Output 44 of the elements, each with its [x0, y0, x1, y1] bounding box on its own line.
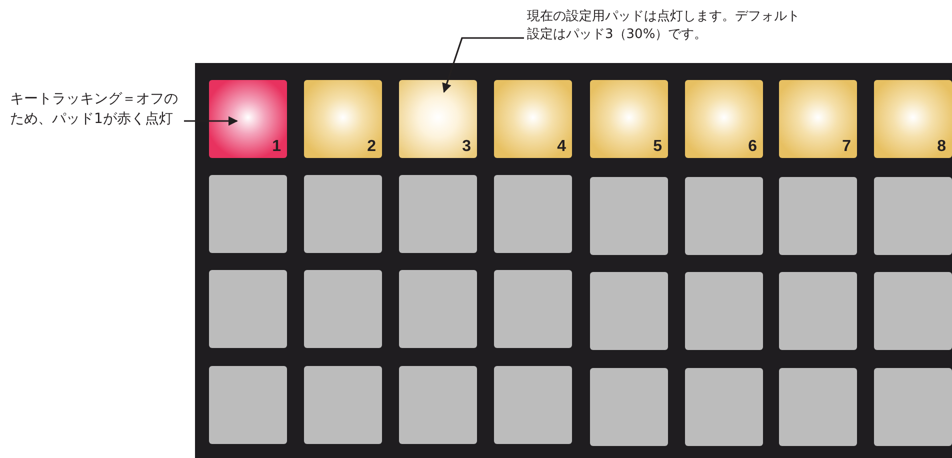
- leader-arrow: [184, 116, 238, 126]
- unlit-pad: [874, 272, 952, 350]
- unlit-pad: [779, 177, 857, 255]
- callout-text: 現在の設定用パッドは点灯します。デフォルト設定はパッド3（30%）です。: [527, 8, 805, 44]
- pad-number: 6: [748, 138, 757, 156]
- unlit-pad: [874, 368, 952, 446]
- unlit-pad: [399, 366, 477, 444]
- unlit-pad: [779, 368, 857, 446]
- unlit-pad: [209, 366, 287, 444]
- unlit-pad: [209, 270, 287, 348]
- lit-pad: [779, 80, 857, 158]
- unlit-pad: [685, 272, 763, 350]
- unlit-pad: [494, 270, 572, 348]
- unlit-pad: [304, 270, 382, 348]
- unlit-pad: [399, 175, 477, 253]
- lit-pad: [685, 80, 763, 158]
- lit-pad: [874, 80, 952, 158]
- lit-pad: [209, 80, 287, 158]
- pad-number: 2: [367, 138, 376, 156]
- unlit-pad: [590, 272, 668, 350]
- unlit-pad: [304, 366, 382, 444]
- pad-number: 1: [272, 138, 281, 156]
- pad-number: 3: [462, 138, 471, 156]
- unlit-pad: [209, 175, 287, 253]
- unlit-pad: [304, 175, 382, 253]
- unlit-pad: [494, 366, 572, 444]
- leader-arrow: [442, 37, 524, 93]
- pad-number: 7: [842, 138, 851, 156]
- lit-pad: [494, 80, 572, 158]
- pad-number: 4: [557, 138, 566, 156]
- lit-pad: [304, 80, 382, 158]
- unlit-pad: [494, 175, 572, 253]
- unlit-pad: [590, 368, 668, 446]
- unlit-pad: [399, 270, 477, 348]
- unlit-pad: [685, 177, 763, 255]
- unlit-pad: [685, 368, 763, 446]
- callout-text: キートラッキング＝オフのため、パッド1が赤く点灯: [10, 90, 182, 130]
- unlit-pad: [779, 272, 857, 350]
- unlit-pad: [874, 177, 952, 255]
- lit-pad: [590, 80, 668, 158]
- pad-number: 8: [937, 138, 946, 156]
- pad-number: 5: [653, 138, 662, 156]
- lit-pad: [399, 80, 477, 158]
- unlit-pad: [590, 177, 668, 255]
